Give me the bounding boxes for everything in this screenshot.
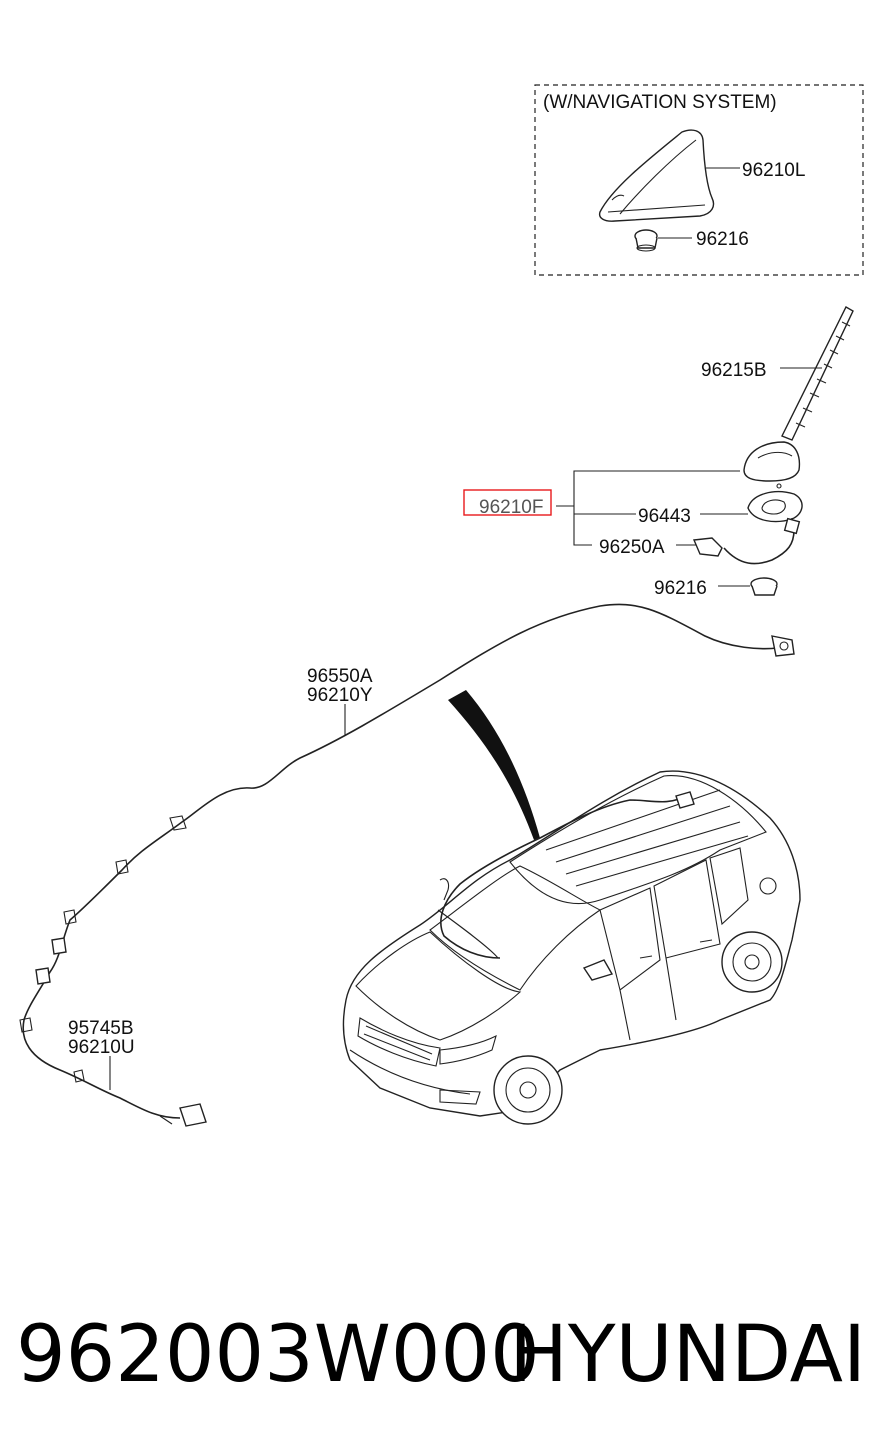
callout-96550A: 96550A [307, 666, 373, 687]
highlight-box-96210F [463, 489, 552, 516]
callout-96215B: 96215B [701, 360, 767, 381]
vehicle-illustration [342, 770, 801, 1125]
callout-bracket [556, 470, 748, 546]
shark-fin-antenna-illustration [598, 129, 715, 222]
antenna-mast-illustration [781, 306, 854, 441]
inset-title: (W/NAVIGATION SYSTEM) [543, 92, 777, 113]
location-pointer-arrow [448, 690, 540, 840]
callout-96210L: 96210L [742, 160, 805, 181]
callout-96210F: 96210F [479, 497, 543, 518]
callout-95745B: 95745B [68, 1018, 134, 1039]
antenna-cable-illustration [692, 517, 801, 565]
callout-96210Y: 96210Y [307, 685, 373, 706]
shark-fin-grommet-illustration [634, 229, 658, 252]
part-number: 962003W000 [16, 1310, 540, 1400]
callout-96250A: 96250A [599, 537, 665, 558]
roof-cable-harness [19, 603, 795, 1127]
brand-name: HYUNDAI [509, 1310, 866, 1400]
callout-96443: 96443 [638, 506, 691, 527]
callout-96216-inset: 96216 [696, 229, 749, 250]
navigation-system-inset: (W/NAVIGATION SYSTEM) 96210L 96216 [534, 84, 864, 276]
inset-dashed-border [534, 84, 864, 276]
grommet-illustration [750, 577, 778, 596]
callout-96216: 96216 [654, 578, 707, 599]
antenna-base-illustration [743, 441, 801, 489]
gasket-illustration [747, 490, 803, 523]
callout-96210U: 96210U [68, 1037, 135, 1058]
